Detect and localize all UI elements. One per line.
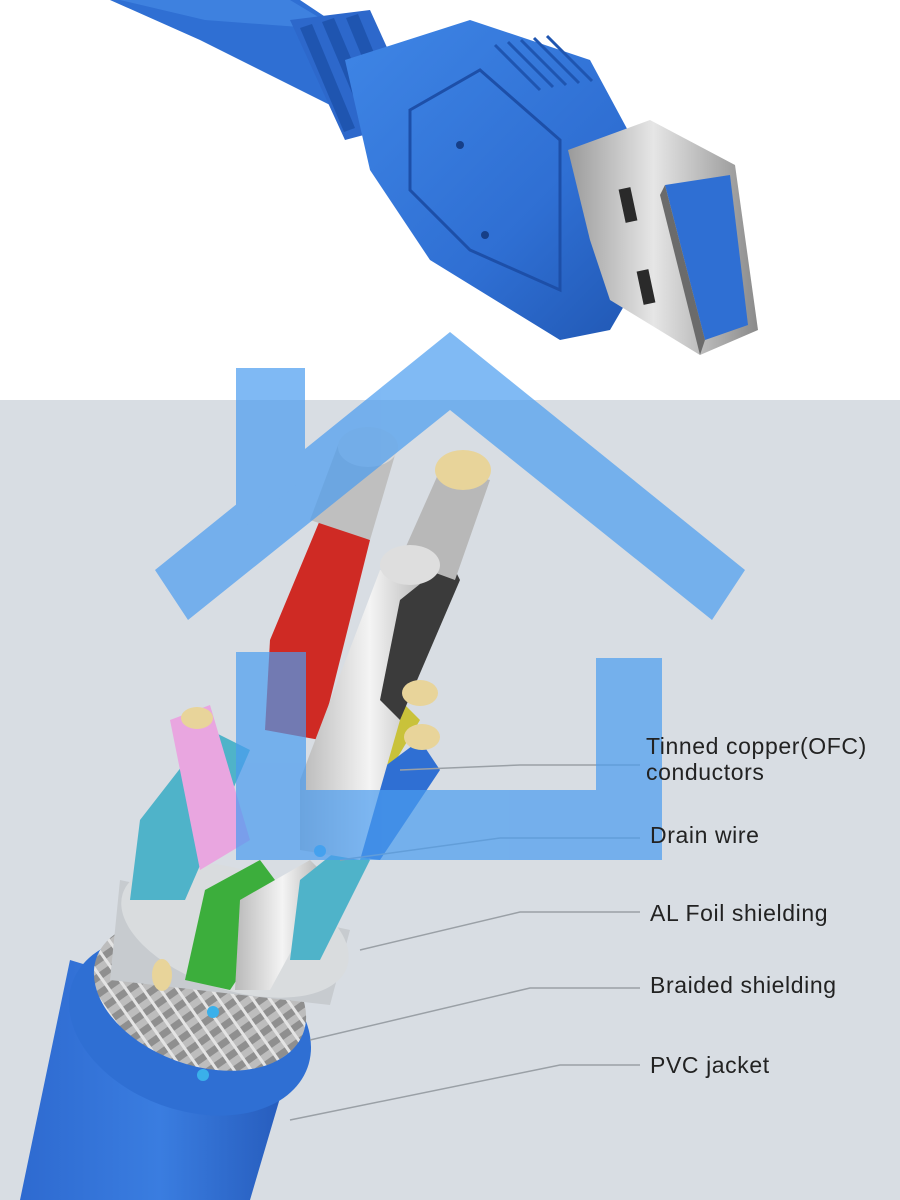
label-pvc-jacket: PVC jacket: [650, 1052, 770, 1078]
marker-dot-foil: [207, 1006, 219, 1018]
usb-a-plug: [110, 0, 758, 355]
label-conductors-line1: Tinned copper(OFC): [646, 733, 867, 759]
label-tinned-copper-conductors: Tinned copper(OFC) conductors: [646, 733, 867, 785]
leader-line-braid: [309, 987, 640, 1041]
marker-dot-braid: [197, 1069, 209, 1081]
label-drain-wire: Drain wire: [650, 822, 760, 848]
leader-line-foil: [359, 911, 640, 951]
leader-line-pvc: [289, 1064, 640, 1121]
house-icon: [155, 332, 745, 860]
plug-housing: [345, 20, 660, 340]
label-conductors-line2: conductors: [646, 759, 765, 785]
label-braided-shielding: Braided shielding: [650, 972, 837, 998]
grip-ridges: [493, 34, 594, 92]
label-al-foil-shielding: AL Foil shielding: [650, 900, 829, 926]
